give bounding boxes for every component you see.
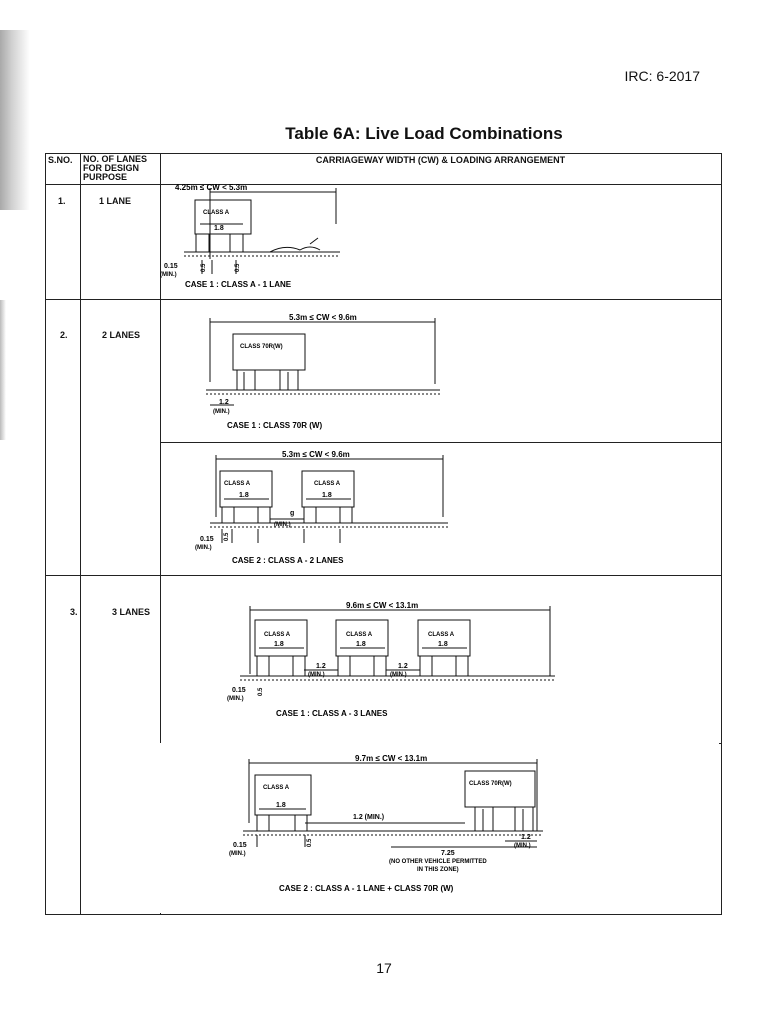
cw-range-label: 5.3m ≤ CW < 9.6m [282,450,350,459]
case-caption: CASE 2 : CLASS A - 2 LANES [232,556,344,565]
dim-label: (MIN.) [227,696,244,702]
vehicle-label: CLASS A [346,632,373,638]
header-sno: S.NO. [48,155,73,165]
dim-label: (MIN.) [213,409,230,415]
row-lanes: 1 LANE [99,196,132,206]
header-divider [46,184,721,185]
case-divider [160,442,721,443]
row-divider [46,575,721,576]
diagram-3-lanes-class-a: 9.6m ≤ CW < 13.1m CLASS A CLASS A CLASS … [160,576,720,743]
dim-label: 1.8 [438,641,448,648]
dim-label: (MIN.) [195,545,212,551]
dim-label: 0.5 [258,687,264,696]
dim-label: 1.8 [239,492,249,499]
zone-note: (NO OTHER VEHICLE PERMITTED [389,859,487,865]
cw-range-label: 5.3m ≤ CW < 9.6m [289,313,357,322]
vehicle-label: CLASS A [314,481,341,487]
dim-label: 1.8 [274,641,284,648]
case-caption: CASE 2 : CLASS A - 1 LANE + CLASS 70R (W… [279,884,454,893]
row-lanes: 3 LANES [112,607,151,617]
row-sno: 1. [58,196,66,206]
header-carriageway: CARRIAGEWAY WIDTH (CW) & LOADING ARRANGE… [315,155,566,165]
vehicle-label: CLASS 70R(W) [240,344,283,350]
dim-label: 1.2 (MIN.) [353,814,384,821]
diagram-2-lanes-class-a: 5.3m ≤ CW < 9.6m CLASS A CLASS A 1.8 1.8… [160,443,720,575]
dim-label: 1.8 [356,641,366,648]
diagram-3-lanes-mixed: 9.7m ≤ CW < 13.1m CLASS A CLASS 70R(W) 1… [159,743,719,913]
vehicle-label: CLASS A [264,632,291,638]
scan-edge-artifact [0,300,6,440]
dim-label: 0.15 [200,536,214,543]
row-divider [46,299,721,300]
document-code: IRC: 6-2017 [624,68,700,84]
dim-label: (MIN.) [160,272,177,278]
case-caption: CASE 1 : CLASS A - 1 LANE [185,280,292,289]
vehicle-label: CLASS 70R(W) [469,781,512,787]
dim-label: (MIN.) [514,843,531,849]
dim-label: 1.2 [398,663,408,670]
column-divider [80,154,81,914]
scan-edge-artifact [0,30,30,210]
diagram-2-lanes-class-70r: 5.3m ≤ CW < 9.6m CLASS 70R(W) 1.2 (MIN.)… [160,300,720,442]
table-title: Table 6A: Live Load Combinations [285,124,563,143]
dim-label: 0.15 [164,263,178,270]
dim-label: 1.8 [322,492,332,499]
page-number: 17 [376,960,392,976]
row-sno: 2. [60,330,68,340]
dim-label: 0.15 [233,842,247,849]
dim-label: 0.5 [307,838,313,847]
diagram-1-lane-class-a: 4.25m ≤ CW < 5.3m CLASS A 1.8 0.15 (MIN.… [160,183,720,299]
dim-label: 1.2 [521,834,531,841]
dim-label: 1.8 [276,802,286,809]
dim-label: 7.25 [441,850,455,857]
row-lanes: 2 LANES [102,330,141,340]
vehicle-label: CLASS A [263,785,290,791]
dim-label: 0.5 [224,532,230,541]
dim-label: 1.2 [219,399,229,406]
case-caption: CASE 1 : CLASS A - 3 LANES [276,709,388,718]
dim-label: 1.8 [214,225,224,232]
row-sno: 3. [70,607,78,617]
dim-label: (MIN.) [308,672,325,678]
vehicle-label: CLASS A [428,632,455,638]
header-lanes: NO. OF LANES FOR DESIGN PURPOSE [83,154,148,182]
cw-range-label: 4.25m ≤ CW < 5.3m [175,184,247,192]
vehicle-label: CLASS A [224,481,251,487]
dim-label: g [290,510,294,517]
zone-note: IN THIS ZONE) [417,867,459,873]
dim-label: 0.15 [232,687,246,694]
dim-label: (MIN.) [390,672,407,678]
dim-label: 0.5 [235,263,241,272]
cw-range-label: 9.6m ≤ CW < 13.1m [346,601,418,610]
dim-label: (MIN.) [274,522,291,528]
dim-label: (MIN.) [229,851,246,857]
column-divider [160,154,161,914]
dim-label: 1.2 [316,663,326,670]
dim-label: 0.5 [201,263,207,272]
vehicle-label: CLASS A [203,210,230,216]
case-caption: CASE 1 : CLASS 70R (W) [227,421,322,430]
cw-range-label: 9.7m ≤ CW < 13.1m [355,754,427,763]
